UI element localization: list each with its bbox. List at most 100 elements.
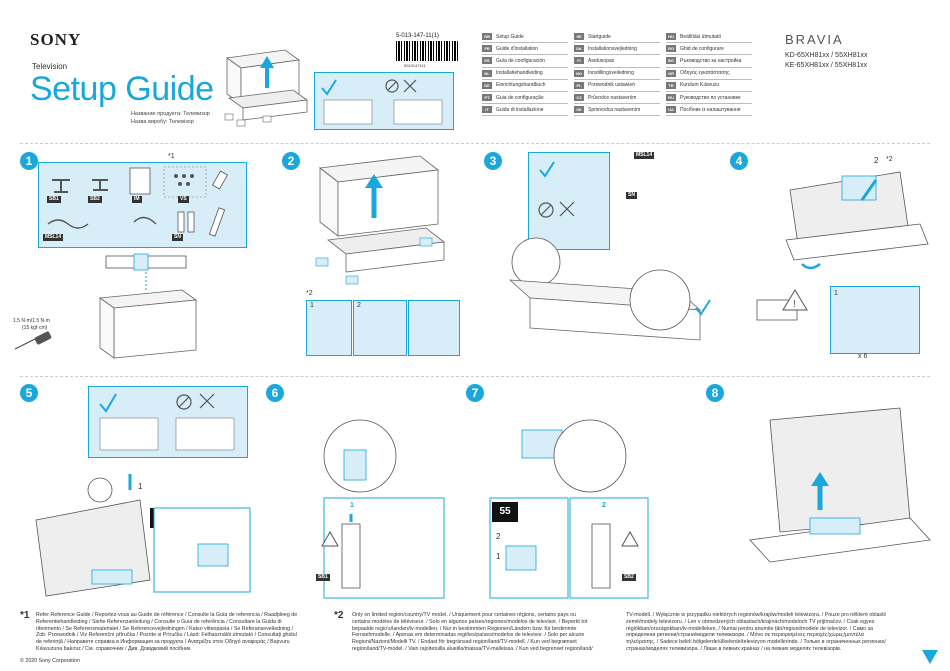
part-tag-msl14-step3: MSL14 <box>634 152 655 159</box>
product-name-ru: Название продукта: Телевизор <box>131 111 210 117</box>
size-tag-55-step7: 55 <box>492 502 518 522</box>
step-number-3: 3 <box>484 152 502 170</box>
part-tag-vs: VS <box>178 196 189 203</box>
footnote-col-2: Only on limited region/country/TV model.… <box>352 612 593 652</box>
step-number-6: 6 <box>266 384 284 402</box>
row-separator <box>20 376 930 377</box>
step3-handling-icons <box>538 161 575 218</box>
header-handling-icons <box>321 79 443 125</box>
product-name-uk: Назва виробу: Телевізор <box>131 119 194 125</box>
step7-attach-illustration <box>489 419 649 599</box>
step5-sub-1: 1 <box>138 482 143 491</box>
step4-detail-box <box>830 286 920 354</box>
step7-arrow-number: 2 <box>602 502 606 509</box>
step1-parts-illustration <box>47 166 229 237</box>
step-number-8: 8 <box>706 384 724 402</box>
step2-star-note: *2 <box>306 290 313 297</box>
torque-spec-line-1: 1.5 N·m/1.5 N·m <box>13 318 50 324</box>
series-logo: BRAVIA <box>785 32 844 47</box>
step7-sub-1: 1 <box>496 552 501 561</box>
part-tag-sn: SN <box>172 234 183 241</box>
step4-tv-illustration <box>785 171 929 270</box>
model-line: KE-65XH81xx / 55XH81xx <box>785 62 868 69</box>
copyright: © 2020 Sony Corporation <box>20 658 80 664</box>
step6-arrow-number: 1 <box>350 502 354 509</box>
barcode-number: 5013147111 <box>404 63 426 68</box>
step4-count: x 6 <box>858 353 868 360</box>
step1-box-illustration <box>98 253 198 359</box>
step-number-1: 1 <box>20 152 38 170</box>
step2-detail-2 <box>353 300 407 356</box>
footnote-mark-2: *2 <box>334 610 344 621</box>
brand-logo: SONY <box>30 30 82 49</box>
part-tag-msl14: MSL14 <box>43 234 64 241</box>
part-number: 5-013-147-11(1) <box>396 33 439 39</box>
product-names: Название продукта: Телевизор Назва вироб… <box>131 110 210 126</box>
part-tag-sb1-step6: SB1 <box>316 574 330 581</box>
page-title: Setup Guide <box>30 70 214 108</box>
step4-sub-2: 2 <box>874 156 879 165</box>
step5-handling-icons <box>99 393 235 451</box>
part-tag-sb2-step7: SB2 <box>622 574 636 581</box>
step4-sub-1: 1 <box>834 290 838 297</box>
model-line: KD-65XH81xx / 55XH81xx <box>785 52 868 59</box>
step-number-2: 2 <box>282 152 300 170</box>
step4-warning-illustration: ! <box>756 289 808 321</box>
row-separator <box>20 143 930 144</box>
torque-spec-line-2: {15 kgf·cm} <box>22 325 48 331</box>
footnote-mark-1: *1 <box>20 610 30 621</box>
part-tag-sn-step3: SN <box>626 192 637 199</box>
step-number-7: 7 <box>466 384 484 402</box>
step3-handling-box <box>528 152 610 250</box>
step2-sub-2: 2 <box>357 302 361 309</box>
footnote-col-1: Refer Reference Guide / Reportez-vous au… <box>36 612 298 652</box>
step3-stand-illustration <box>508 237 711 341</box>
model-list: KD-65XH81xx / 55XH81xx KE-65XH81xx / 55X… <box>785 51 867 71</box>
step6-attach-illustration <box>321 419 445 599</box>
step7-sub-2: 2 <box>496 532 501 541</box>
step-number-4: 4 <box>730 152 748 170</box>
header-unbox-illustration <box>224 49 309 127</box>
page-corner-icon <box>922 650 938 664</box>
step1-star-note: *1 <box>168 153 175 160</box>
barcode <box>396 41 458 61</box>
step-number-5: 5 <box>20 384 38 402</box>
step2-detail-1 <box>306 300 352 356</box>
svg-text:!: ! <box>793 299 796 310</box>
footnote-col-3: TV-modell. / Wyłącznie w przypadku niekt… <box>626 612 887 652</box>
screwdriver-icon <box>14 331 52 350</box>
step8-lift-illustration <box>749 407 931 563</box>
step2-unbox-illustration <box>315 155 446 285</box>
category-label: Television <box>32 62 68 71</box>
part-tag-sb1: SB1 <box>47 196 61 203</box>
step5-install-illustration <box>35 474 251 597</box>
part-tag-im: IM <box>132 196 142 203</box>
step2-detail-3 <box>408 300 460 356</box>
part-tag-sb2: SB2 <box>88 196 102 203</box>
step4-star-note: *2 <box>886 156 893 163</box>
